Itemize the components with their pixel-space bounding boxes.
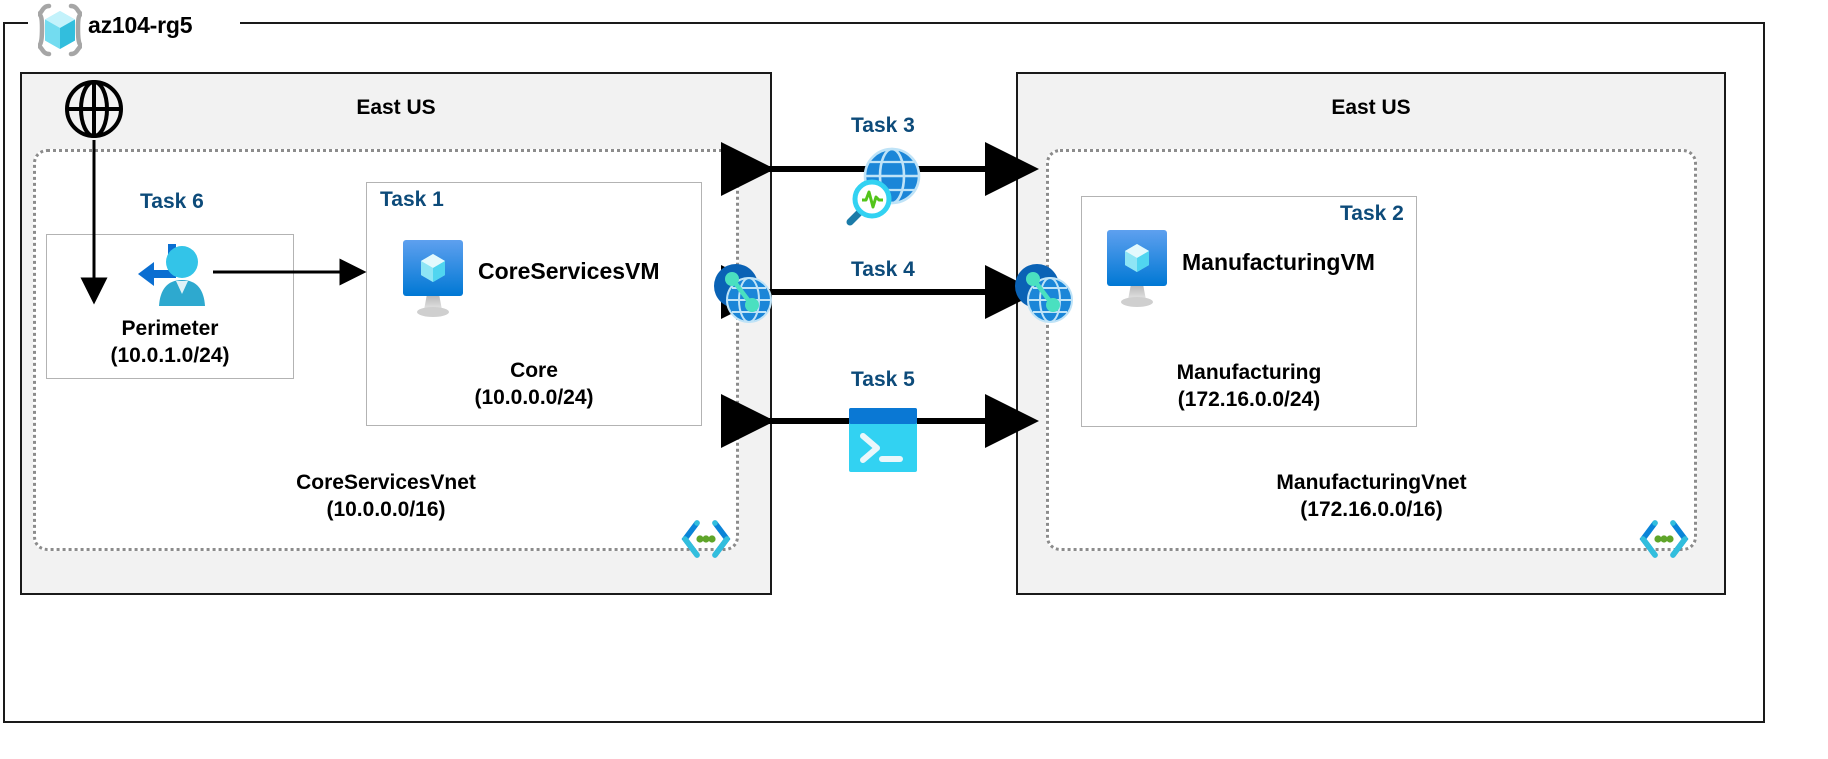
azure-resource-group-icon [32,2,88,58]
subnet-core-cidr: (10.0.0.0/24) [474,385,594,409]
task-label-1: Task 1 [380,188,444,211]
vnet-peering-icon [1012,258,1076,335]
task-label-2: Task 2 [1340,202,1404,225]
subnet-manufacturing-caption: Manufacturing (172.16.0.0/24) [1081,360,1417,414]
task-label-6: Task 6 [140,190,204,213]
subnet-perimeter-name: Perimeter [121,317,219,340]
region-title-left: East US [356,96,436,119]
vnet-manufacturing-label: ManufacturingVnet (172.16.0.0/16) [1046,470,1697,524]
vnet-coreservices-cidr: (10.0.0.0/16) [326,497,446,521]
subnet-manufacturing-name: Manufacturing [1176,361,1322,384]
resource-group-name: az104-rg5 [88,12,193,38]
vm-name-manufacturing: ManufacturingVM [1182,249,1375,275]
region-title-right: East US [1331,96,1411,119]
vm-name-coreservices: CoreServicesVM [478,258,660,284]
virtual-machine-icon [400,238,466,325]
user-route-icon [130,240,214,317]
task-label-4: Task 4 [851,258,915,281]
subnet-manufacturing-cidr: (172.16.0.0/24) [1177,387,1321,411]
network-watcher-icon [838,146,924,231]
task-label-5: Task 5 [851,368,915,391]
vnet-peering-icon [711,258,775,335]
cloud-shell-icon [849,408,917,477]
subnet-core [366,182,702,426]
subnet-core-name: Core [510,359,558,382]
subnet-code-brackets-icon [1636,515,1692,568]
internet-globe-icon [63,78,125,145]
vnet-manufacturing-name: ManufacturingVnet [1276,471,1467,494]
subnet-perimeter-caption: Perimeter (10.0.1.0/24) [46,316,294,370]
vnet-coreservices-label: CoreServicesVnet (10.0.0.0/16) [33,470,739,524]
vnet-manufacturing-cidr: (172.16.0.0/16) [1300,497,1443,521]
subnet-perimeter-cidr: (10.0.1.0/24) [110,343,230,367]
vnet-coreservices-name: CoreServicesVnet [296,471,476,494]
task-label-3: Task 3 [851,114,915,137]
virtual-machine-icon [1104,228,1170,315]
subnet-core-caption: Core (10.0.0.0/24) [366,358,702,412]
subnet-code-brackets-icon [678,515,734,568]
